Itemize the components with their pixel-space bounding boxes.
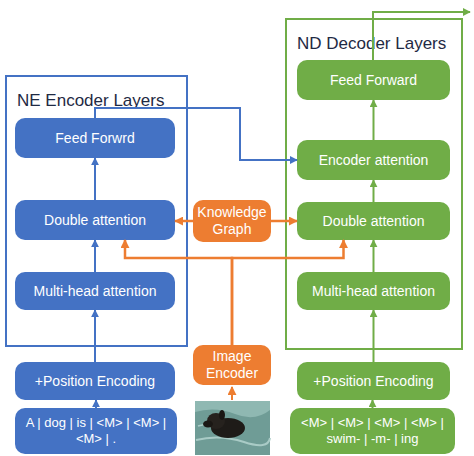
encoder-box: Image Encoder [193,345,271,385]
group-heading: NE Encoder Layers [17,91,164,111]
connector-arrow [373,100,375,140]
node-label: Image Encoder [197,348,267,382]
node-label: Feed Forward [330,72,417,89]
process-box: +Position Encoding [297,362,450,400]
node-label: Multi-head attention [312,283,435,300]
token-box: A | dog | is | <M> | <M> | <M> | . [15,408,177,454]
token-box: <M> | <M> | <M> | <M> | swim- | -m- | in… [290,408,455,454]
node-label: A | dog | is | <M> | <M> | <M> | . [19,415,173,446]
node-label: Double attention [323,213,425,230]
knowledge-box: Knowledge Graph [193,200,271,242]
connector-arrow [175,220,193,223]
connector-arrow [373,310,375,362]
node-label: +Position Encoding [35,373,155,390]
group-heading: ND Decoder Layers [297,34,446,54]
connector-arrow [373,180,375,202]
process-box: Multi-head attention [15,272,175,310]
node-label: Multi-head attention [34,283,157,300]
process-box: Feed Forward [297,60,450,100]
node-label: <M> | <M> | <M> | <M> | swim- | -m- | in… [294,415,451,446]
node-label: +Position Encoding [313,373,433,390]
image-feed-arrow [231,387,233,400]
node-label: Knowledge Graph [197,204,267,238]
node-label: Feed Forwrd [55,130,134,147]
process-box: +Position Encoding [15,362,175,400]
connector-arrow [95,400,97,408]
connector-arrow [94,240,96,272]
process-box: Feed Forwrd [15,118,175,158]
connector-arrow [271,220,297,223]
connector-arrow [373,240,375,272]
encoder-group: NE Encoder LayersFeed ForwrdDouble atten… [5,75,188,347]
decoder-group: ND Decoder LayersFeed ForwardEncoder att… [285,18,463,350]
dog-photo [195,401,270,455]
process-box: Encoder attention [297,140,450,180]
connector-arrow [372,400,374,408]
process-box: Double attention [297,202,450,240]
connector-arrow [94,310,96,362]
node-label: Encoder attention [319,152,429,169]
process-box: Multi-head attention [297,272,450,310]
process-box: Double attention [15,200,175,240]
connector-arrow [94,158,96,200]
node-label: Double attention [44,212,146,229]
